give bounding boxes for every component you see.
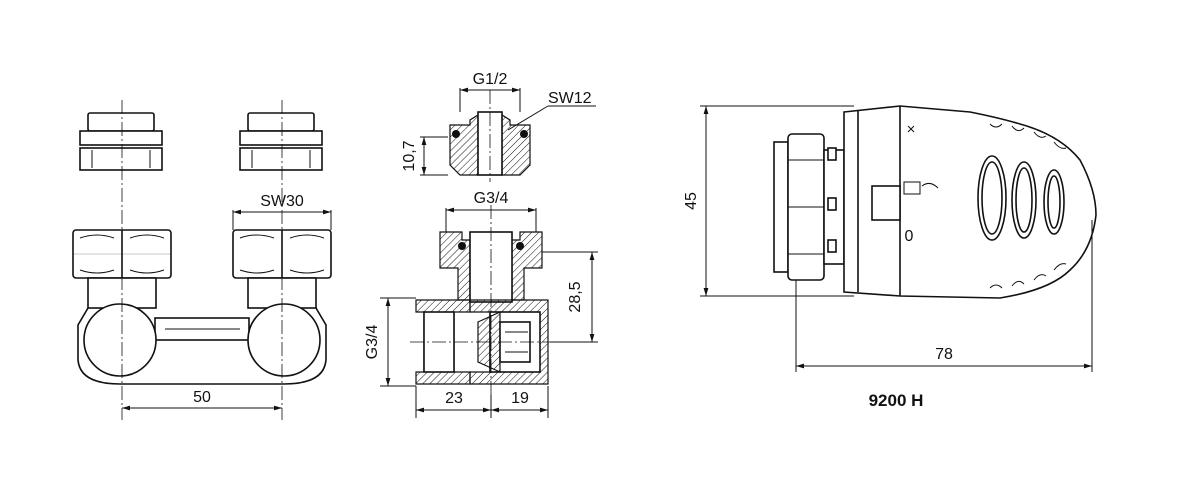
dim-sw30-label: SW30 — [260, 193, 304, 210]
dim-sw12-label: SW12 — [548, 90, 592, 107]
dim-g12-label: G1/2 — [473, 71, 508, 88]
dim-19-label: 19 — [511, 390, 529, 407]
section-view: G1/2 SW12 10,7 — [364, 71, 598, 418]
model-number: 9200 H — [869, 391, 924, 410]
h-block-valve-view: SW30 50 — [72, 100, 332, 420]
head-scale-mark: 0 — [905, 228, 914, 245]
dim-107-label: 10,7 — [401, 140, 418, 171]
dim-g34-top-label: G3/4 — [474, 190, 509, 207]
valve-body — [77, 277, 327, 385]
adapter-section: G1/2 SW12 10,7 — [401, 71, 596, 182]
adapter-right — [239, 112, 323, 171]
dim-23-label: 23 — [445, 390, 463, 407]
dimension-50: 50 — [122, 389, 282, 411]
dimension-sw30: SW30 — [232, 193, 332, 230]
thermostatic-head-view: 0 45 78 9200 H — [683, 105, 1097, 410]
dim-50-label: 50 — [193, 389, 211, 406]
adapter-left — [79, 112, 163, 171]
tee-section: G3/4 28,5 G3/4 23 19 — [364, 190, 598, 418]
dim-285-label: 28,5 — [567, 281, 584, 312]
dim-45-label: 45 — [683, 192, 700, 210]
dim-78-label: 78 — [935, 346, 953, 363]
dim-g34-side-label: G3/4 — [364, 325, 381, 360]
